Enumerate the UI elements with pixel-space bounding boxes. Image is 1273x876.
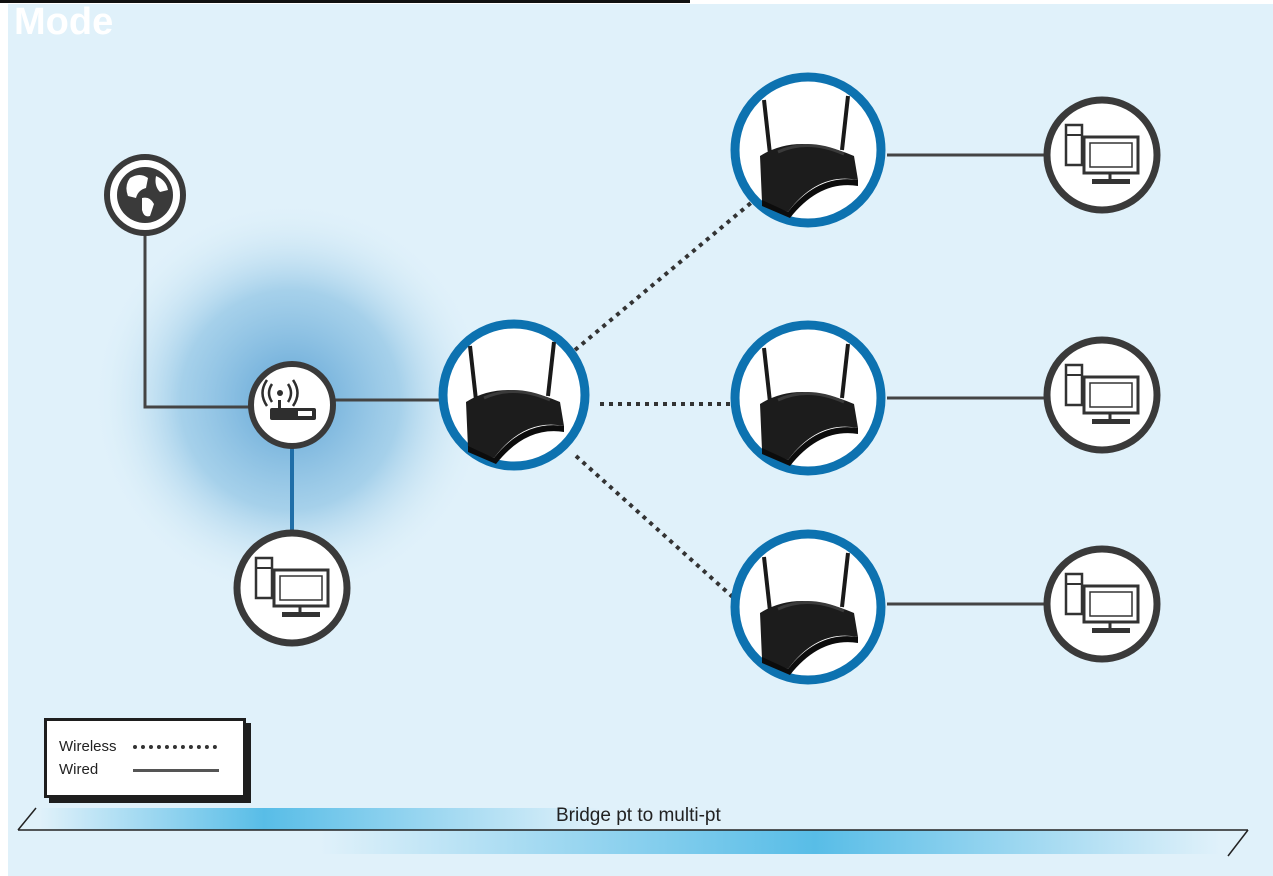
computer-2-node xyxy=(1043,336,1161,454)
top-rule xyxy=(0,0,690,3)
bridge-root-node xyxy=(438,319,590,471)
access-point-node xyxy=(248,361,336,449)
legend-row-wireless: Wireless xyxy=(59,737,217,755)
bridge-3-node xyxy=(730,529,886,685)
computer-3-node xyxy=(1043,545,1161,663)
wired-link-internet xyxy=(143,195,250,409)
legend-wireless-swatch xyxy=(133,745,217,749)
internet-node xyxy=(104,154,186,236)
wireless-link-bridge-1 xyxy=(573,200,754,352)
legend: Wireless Wired xyxy=(44,718,246,798)
legend-wired-swatch xyxy=(133,768,219,772)
legend-wired-label: Wired xyxy=(59,760,99,778)
wireless-link-bridge-3 xyxy=(574,454,738,602)
bridge-2-node xyxy=(730,320,886,476)
local-computer-node xyxy=(233,529,351,647)
wireless-router-icon xyxy=(261,379,316,420)
legend-wireless-label: Wireless xyxy=(59,737,117,755)
page-title: Mode xyxy=(14,1,114,43)
caption-bar xyxy=(17,807,1249,857)
globe-icon xyxy=(117,167,173,223)
computer-1-node xyxy=(1043,96,1161,214)
legend-row-wired: Wired xyxy=(59,760,219,778)
bridge-1-node xyxy=(730,72,886,228)
diagram-caption: Bridge pt to multi-pt xyxy=(556,805,721,826)
